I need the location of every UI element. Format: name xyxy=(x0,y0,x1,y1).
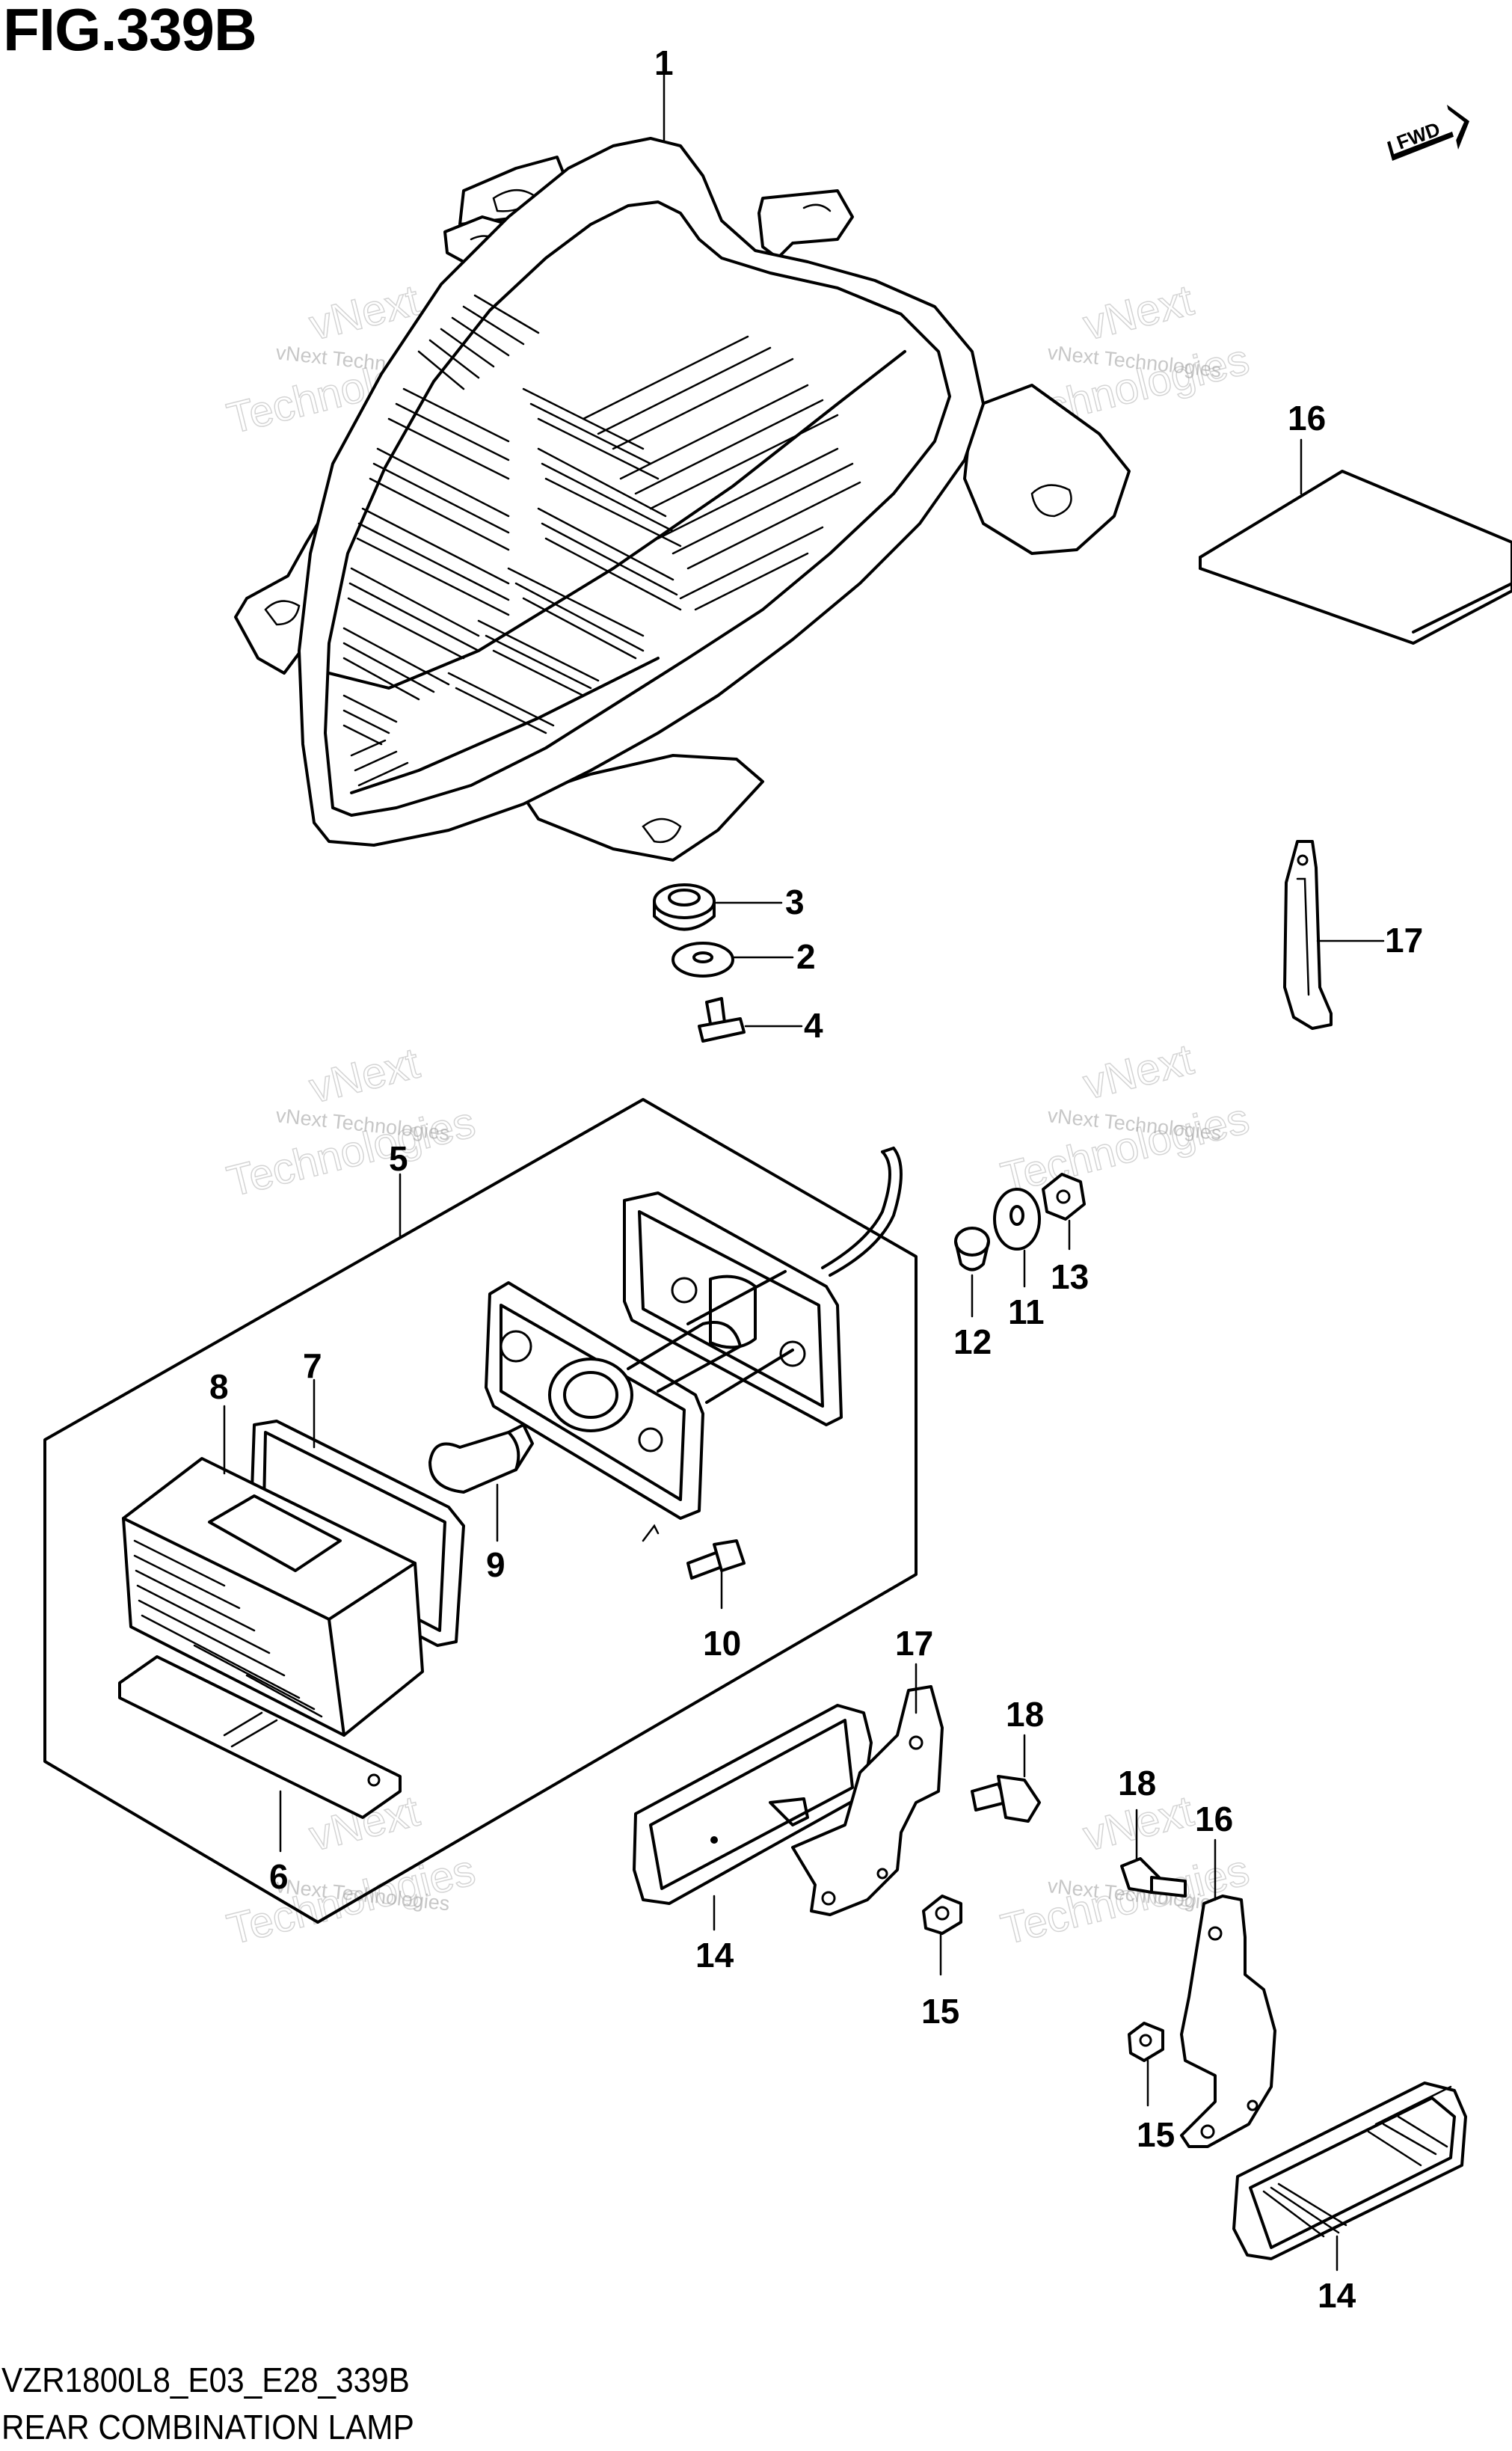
figure-title: FIG.339B xyxy=(3,0,257,63)
figure-code: VZR1800L8_E03_E28_339B xyxy=(1,2360,410,2399)
screw xyxy=(686,1539,746,1580)
callout-16: 16 xyxy=(1195,1800,1233,1838)
watermark-text: vNext xyxy=(1078,1035,1198,1109)
callout-3: 3 xyxy=(785,883,805,921)
nut xyxy=(1128,2022,1164,2062)
reflector xyxy=(1232,2082,1467,2260)
callout-4: 4 xyxy=(804,1006,823,1045)
callout-9: 9 xyxy=(486,1545,505,1584)
grommet xyxy=(653,883,716,931)
bulb-socket xyxy=(485,1270,794,1542)
callout-12: 12 xyxy=(953,1322,992,1361)
fwd-arrow-icon: FWD xyxy=(1387,105,1469,161)
callout-15: 15 xyxy=(1137,2115,1175,2154)
cover-plate xyxy=(118,1655,402,1819)
callout-13: 13 xyxy=(1051,1257,1089,1296)
callout-15: 15 xyxy=(921,1992,959,2031)
clip-band xyxy=(1283,840,1333,1030)
washer xyxy=(993,1188,1041,1251)
callout-19: 16 xyxy=(1288,399,1326,438)
callout-1: 1 xyxy=(654,43,674,82)
callout-20-21: 17 xyxy=(1385,921,1423,960)
lamp-base-housing xyxy=(623,1147,903,1426)
callout-14: 14 xyxy=(695,1936,734,1975)
bulb xyxy=(428,1423,534,1494)
callout-5: 5 xyxy=(389,1139,408,1178)
callout-6: 6 xyxy=(269,1857,289,1896)
watermark: vNext Technologies vNext Technologies xyxy=(222,1038,481,1206)
pad-sheet xyxy=(1199,470,1512,645)
nut xyxy=(922,1895,962,1935)
watermark-text: vNext xyxy=(1078,276,1198,350)
callout-18: 18 xyxy=(1006,1695,1044,1734)
figure-name: REAR COMBINATION LAMP xyxy=(1,2408,414,2447)
reflector-bracket xyxy=(769,1685,944,1916)
callout-8: 8 xyxy=(209,1367,229,1406)
callout-18: 18 xyxy=(1118,1764,1156,1803)
watermark-text: vNext xyxy=(304,1039,424,1113)
watermark: vNext Technologies vNext Technologies xyxy=(996,1034,1255,1203)
callout-10: 10 xyxy=(703,1624,741,1663)
bolt xyxy=(1120,1857,1187,1898)
callout-17: 17 xyxy=(895,1624,933,1663)
callout-7: 7 xyxy=(303,1346,322,1385)
callout-2: 2 xyxy=(796,937,816,976)
collar xyxy=(954,1227,990,1271)
reflector-bracket xyxy=(1180,1895,1276,2148)
assembly-box xyxy=(43,1098,918,1924)
callout-14: 14 xyxy=(1318,2276,1356,2315)
watermark-text: Technologies xyxy=(996,1094,1253,1203)
nut xyxy=(1042,1173,1086,1221)
rear-lamp-housing xyxy=(234,137,1131,862)
callout-11: 11 xyxy=(1008,1292,1045,1331)
screw xyxy=(698,997,746,1043)
washer xyxy=(672,942,734,978)
bolt xyxy=(971,1775,1041,1823)
lamp-lens xyxy=(122,1457,424,1737)
